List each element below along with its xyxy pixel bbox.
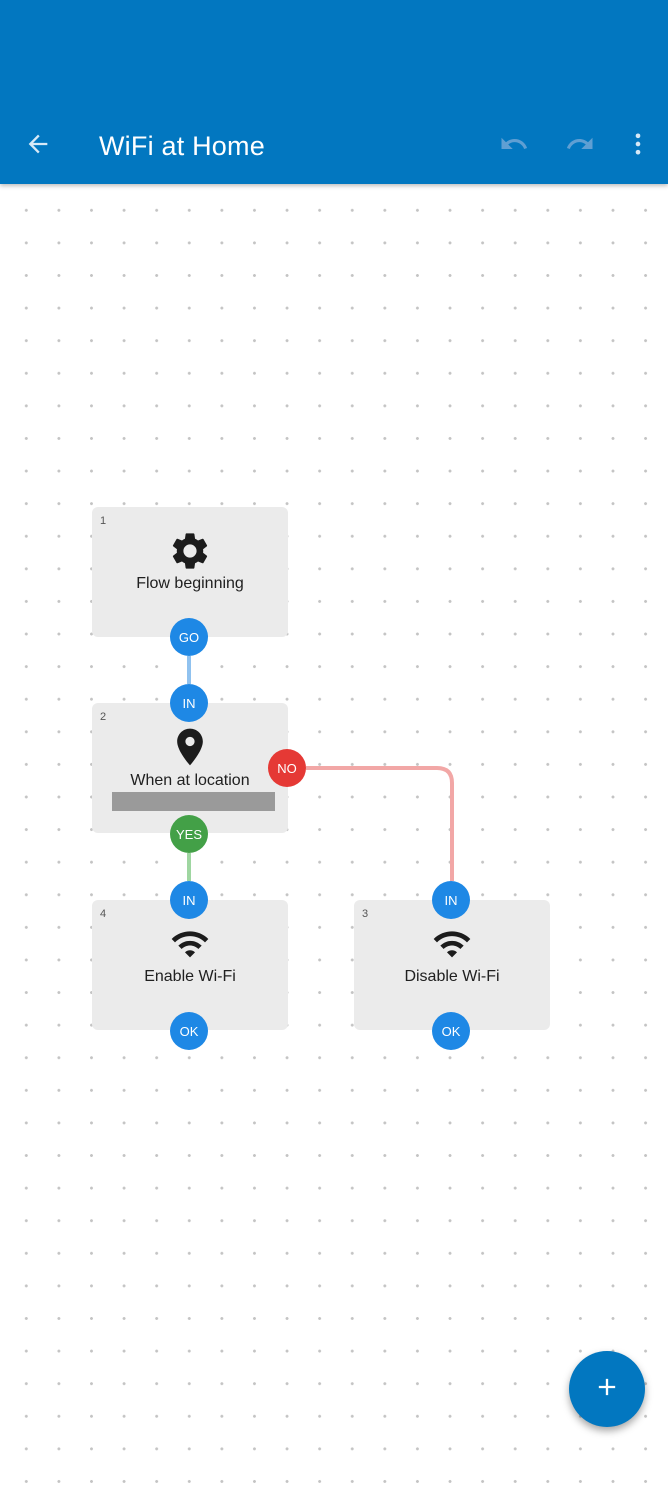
location-detail-redacted xyxy=(112,792,275,811)
port-ok[interactable]: OK xyxy=(170,1012,208,1050)
flow-block-when-at-location[interactable]: 2 When at location xyxy=(92,703,288,833)
port-in[interactable]: IN xyxy=(170,684,208,722)
back-button[interactable] xyxy=(14,122,62,170)
location-pin-icon xyxy=(92,725,288,769)
app-bar: WiFi at Home xyxy=(0,0,668,184)
redo-button[interactable] xyxy=(556,122,604,170)
port-go[interactable]: GO xyxy=(170,618,208,656)
flow-block-flow-beginning[interactable]: 1 Flow beginning xyxy=(92,507,288,637)
overflow-menu-button[interactable] xyxy=(614,122,662,170)
redo-icon xyxy=(565,129,595,164)
flow-block-enable-wifi[interactable]: 4 Enable Wi-Fi xyxy=(92,900,288,1030)
plus-icon xyxy=(593,1373,621,1406)
page-title: WiFi at Home xyxy=(99,131,265,161)
undo-icon xyxy=(499,129,529,164)
arrow-back-icon xyxy=(24,130,52,163)
undo-button[interactable] xyxy=(490,122,538,170)
block-label: Flow beginning xyxy=(136,575,244,592)
block-number: 3 xyxy=(362,908,369,920)
wifi-icon xyxy=(354,924,550,964)
block-label: When at location xyxy=(130,772,250,789)
block-number: 4 xyxy=(100,908,107,920)
block-number: 1 xyxy=(100,515,107,527)
port-in[interactable]: IN xyxy=(432,881,470,919)
block-label: Enable Wi-Fi xyxy=(144,968,236,985)
more-vert-icon xyxy=(624,130,652,163)
flow-block-disable-wifi[interactable]: 3 Disable Wi-Fi xyxy=(354,900,550,1030)
block-label: Disable Wi-Fi xyxy=(404,968,500,985)
wifi-icon xyxy=(92,924,288,964)
port-in[interactable]: IN xyxy=(170,881,208,919)
block-number: 2 xyxy=(100,711,107,723)
add-block-button[interactable] xyxy=(569,1351,645,1427)
port-yes[interactable]: YES xyxy=(170,815,208,853)
port-ok[interactable]: OK xyxy=(432,1012,470,1050)
gear-icon xyxy=(92,529,288,573)
flow-canvas[interactable] xyxy=(0,184,668,1500)
port-no[interactable]: NO xyxy=(268,749,306,787)
